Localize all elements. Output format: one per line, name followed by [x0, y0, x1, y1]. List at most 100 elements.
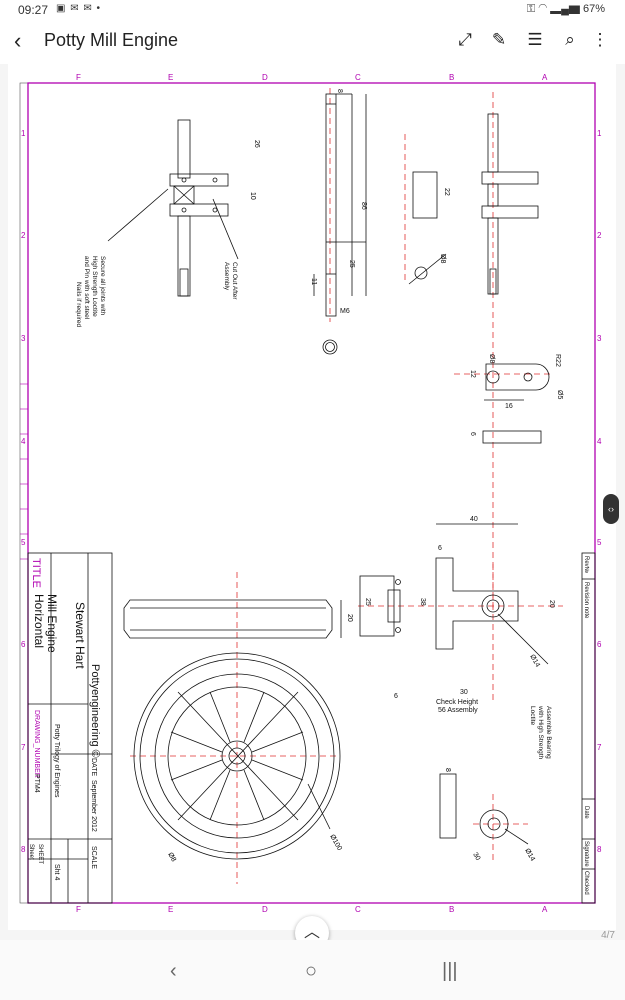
- dimension-label: Ø5: [556, 390, 563, 399]
- title-label: TITLE: [30, 558, 42, 588]
- crank-pin: [408, 171, 447, 285]
- dimension-label: Ø14: [528, 654, 541, 669]
- note-line: Cut Out After: [231, 262, 238, 300]
- author-name: Stewart Hart: [73, 602, 87, 669]
- dimension-label: 6: [469, 432, 476, 436]
- crank-assembly-right: [481, 113, 539, 295]
- drawing-title: Mill Engine: [45, 594, 59, 653]
- grid-row-label: 4: [21, 437, 26, 446]
- sheet-label: Sheet: [28, 844, 34, 860]
- grid-row-label: 2: [21, 231, 26, 240]
- note-secure-joints: Secure all joints with High Strength Loc…: [75, 256, 106, 328]
- dimension-label: Ø8: [488, 354, 495, 363]
- recents-nav-icon[interactable]: |||: [442, 960, 458, 982]
- grid-row-label: 5: [21, 538, 26, 547]
- note-line: and Pin with soft steel: [83, 256, 90, 320]
- battery-level: 67%: [582, 3, 605, 15]
- revision-header: Signature: [583, 841, 589, 867]
- grid-row-label: 4: [597, 437, 602, 446]
- grid-row-label: 7: [597, 743, 602, 752]
- dimension-label: 26: [253, 140, 260, 148]
- document-title: Potty Mill Engine: [44, 30, 179, 50]
- dimension-label: 30: [471, 852, 481, 862]
- scroll-handle[interactable]: ‹›: [603, 494, 619, 524]
- bearing-bracket: [359, 523, 549, 665]
- dimension-label: 6: [438, 545, 442, 552]
- revision-header: Date: [583, 806, 589, 819]
- chevron-up-icon: ︿: [303, 924, 320, 941]
- drawing-border: [27, 82, 596, 904]
- grid-numbers: 1 2 3 4 5 6 7 8 1 2 3 4 5 6 7 8: [21, 129, 602, 854]
- dimension-label: 30: [460, 689, 468, 696]
- grid-col-label: A: [542, 905, 548, 914]
- grid-col-label: A: [542, 73, 548, 82]
- note-line: with High Strength: [537, 705, 544, 759]
- edit-icon[interactable]: ✎: [491, 30, 507, 49]
- note-cut-out: Cut Out After Assembly: [223, 262, 238, 300]
- back-icon[interactable]: ‹: [14, 28, 22, 53]
- grid-row-label: 6: [21, 640, 26, 649]
- dimension-label: Ø14: [523, 848, 536, 863]
- revision-header: Revision note: [583, 582, 589, 619]
- revision-headers: Rev№ Revision note Date Signature Checke…: [583, 556, 590, 895]
- dimension-label: 22: [443, 188, 450, 196]
- dimension-label: 12: [469, 370, 476, 378]
- dimension-label: 11: [310, 278, 317, 285]
- note-line: Check Height: [436, 699, 478, 706]
- document-viewer[interactable]: F E D C B A F E D C B A 1 2 3 4 5 6: [0, 64, 625, 950]
- more-options-icon[interactable]: ⋮: [591, 30, 609, 49]
- note-line: 56 Assembly: [438, 707, 478, 714]
- grid-row-label: 8: [21, 845, 26, 854]
- shaft-dimensions: 8 86 25 11 M6: [310, 89, 367, 315]
- date-label: DATE: [90, 758, 97, 776]
- crank-web: [482, 363, 550, 444]
- dimension-label: 8: [444, 768, 451, 772]
- grid-row-label: 1: [597, 129, 602, 138]
- note-line: Loctite: [529, 706, 536, 726]
- grid-col-label: E: [168, 73, 173, 82]
- revision-block: [581, 552, 596, 904]
- grid-row-label: 2: [597, 231, 602, 240]
- project-name: Potty Trilogy of Engines: [53, 724, 60, 798]
- dimension-label: Ø8: [166, 852, 177, 864]
- dimension-label: 25: [348, 260, 355, 268]
- dimension-label: 20: [346, 614, 353, 622]
- note-check-height: Check Height 56 Assembly: [436, 699, 478, 714]
- sheet-label: SHEET: [37, 844, 43, 864]
- dimension-label: 16: [505, 403, 513, 410]
- search-icon[interactable]: ⌕: [565, 30, 575, 49]
- note-line: Assemble Bearing: [545, 706, 552, 759]
- note-line: Assembly: [223, 262, 230, 291]
- engineering-drawing: F E D C B A F E D C B A 1 2 3 4 5 6: [19, 73, 602, 914]
- left-scale-ticks: [20, 383, 28, 560]
- notification-icons: ▣ ✉ ✉ •: [56, 3, 102, 14]
- dimension-label: 8: [336, 89, 343, 93]
- dimension-label: Ø8: [439, 254, 446, 263]
- dimension-label: M6: [340, 308, 350, 315]
- grid-row-label: 6: [597, 640, 602, 649]
- grid-col-label: F: [76, 73, 81, 82]
- grid-col-label: C: [355, 73, 361, 82]
- title-block: [27, 552, 113, 904]
- sheet-number: Sht 4: [53, 864, 60, 880]
- drawing-number-label: DRAWING_NUMBER: [33, 710, 40, 778]
- expand-icon[interactable]: ⤢: [458, 30, 472, 49]
- grid-letters: F E D C B A F E D C B A: [76, 73, 548, 914]
- back-nav-icon[interactable]: ‹: [170, 960, 177, 982]
- grid-col-label: D: [262, 905, 268, 914]
- app-bar: ‹ Potty Mill Engine ⤢ ✎ ☰ ⌕ ⋮: [0, 22, 625, 62]
- bearing-bush: [439, 773, 529, 845]
- grid-col-label: C: [355, 905, 361, 914]
- grid-col-label: E: [168, 905, 173, 914]
- dimension-label: 40: [470, 516, 478, 523]
- flywheel-side: [123, 599, 342, 639]
- dimension-label: 86: [360, 202, 367, 210]
- system-icons: ⚿ ◠ ▂▄▆ 67%: [526, 3, 605, 15]
- status-bar: 09:27 ▣ ✉ ✉ • ⚿ ◠ ▂▄▆ 67%: [0, 0, 625, 22]
- grid-col-label: B: [449, 905, 454, 914]
- home-nav-icon[interactable]: ○: [305, 960, 318, 982]
- bearing-dimensions: 40 6 20 25 38 6 30 Ø14: [364, 516, 555, 700]
- company-name: Pottyengineering ©: [89, 664, 101, 758]
- text-mode-icon[interactable]: ☰: [527, 30, 543, 49]
- dimension-label: Ø100: [328, 834, 343, 852]
